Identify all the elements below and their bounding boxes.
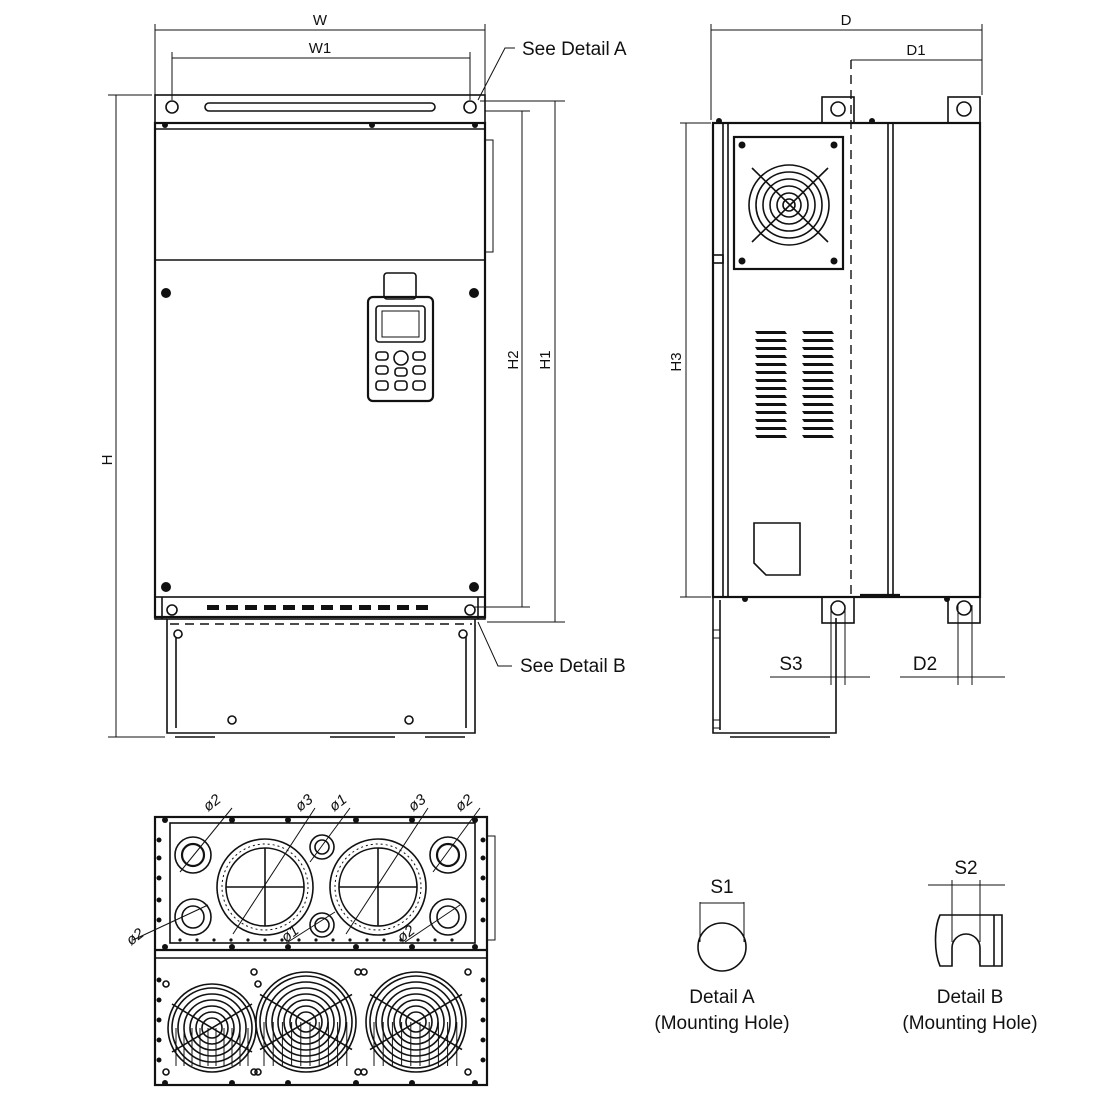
label-h: H (99, 455, 116, 466)
detail-a (697, 902, 747, 972)
label-d1: D1 (906, 42, 925, 59)
label-s1: S1 (710, 877, 733, 898)
label-h2: H2 (505, 350, 522, 369)
label-phi2-bottom-left: ø2 (123, 925, 148, 950)
side-view (711, 60, 982, 738)
label-s3: S3 (779, 654, 802, 675)
bottom-fans (162, 968, 472, 1076)
vent-slot (802, 355, 834, 358)
vent-slot (755, 355, 787, 358)
label-phi2-top-right: ø2 (452, 791, 477, 816)
vent-slot (802, 435, 834, 438)
vent-slot (264, 605, 276, 610)
vent-slot (802, 395, 834, 398)
vent-slot (802, 339, 834, 342)
label-w: W (313, 12, 328, 29)
label-s2: S2 (954, 858, 977, 879)
detail-a-subtitle: (Mounting Hole) (654, 1013, 789, 1034)
vent-slot (755, 403, 787, 406)
bottom-view (132, 807, 496, 1087)
vent-slot (802, 427, 834, 430)
fan-grille (162, 980, 262, 1076)
vent-slot (755, 387, 787, 390)
label-h1: H1 (537, 350, 554, 369)
labels: W W1 D D1 H H1 H2 H3 S3 D2 S1 S2 See Det… (99, 12, 1038, 1034)
vent-slot (755, 363, 787, 366)
vent-slot (755, 379, 787, 382)
vent-slot (802, 419, 834, 422)
vent-slot (802, 363, 834, 366)
vent-slot (340, 605, 352, 610)
vent-slot (802, 331, 834, 334)
front-dimensions (108, 24, 565, 738)
label-w1: W1 (309, 40, 332, 57)
vent-slot (755, 347, 787, 350)
vent-slot (802, 411, 834, 414)
vent-slot (245, 605, 257, 610)
vent-slot (802, 379, 834, 382)
vent-slot (397, 605, 409, 610)
vent-slot (321, 605, 333, 610)
vent-slot (416, 605, 428, 610)
vent-slot (755, 339, 787, 342)
vent-slot (359, 605, 371, 610)
vent-slot (755, 331, 787, 334)
vent-slot (802, 387, 834, 390)
vent-slot (802, 347, 834, 350)
vent-slot (226, 605, 238, 610)
fan-grille (250, 968, 362, 1076)
vent-slot (755, 371, 787, 374)
detail-b-subtitle: (Mounting Hole) (902, 1013, 1037, 1034)
detail-b-title: Detail B (937, 987, 1004, 1008)
vent-slot (207, 605, 219, 610)
keypad (366, 272, 435, 403)
vent-slot (378, 605, 390, 610)
side-fan (732, 135, 845, 271)
callout-detail-a: See Detail A (522, 39, 627, 60)
vent-slot (755, 419, 787, 422)
label-h3: H3 (668, 352, 685, 371)
conduit-holes (174, 834, 467, 938)
vent-slot (802, 371, 834, 374)
vent-slot (283, 605, 295, 610)
vent-slot (755, 427, 787, 430)
vent-slot (755, 435, 787, 438)
vent-slot (302, 605, 314, 610)
side-dimensions (680, 24, 1005, 685)
front-view (153, 94, 494, 738)
label-phi2-top-left: ø2 (200, 791, 225, 816)
vent-slot (802, 403, 834, 406)
vent-slot (755, 395, 787, 398)
label-d: D (841, 12, 852, 29)
detail-b (928, 880, 1005, 967)
detail-a-title: Detail A (689, 987, 755, 1008)
label-d2: D2 (913, 654, 937, 675)
fan-grille (360, 968, 472, 1076)
callout-detail-b: See Detail B (520, 656, 626, 677)
vent-slot (755, 411, 787, 414)
label-phi1-top: ø1 (326, 791, 350, 815)
